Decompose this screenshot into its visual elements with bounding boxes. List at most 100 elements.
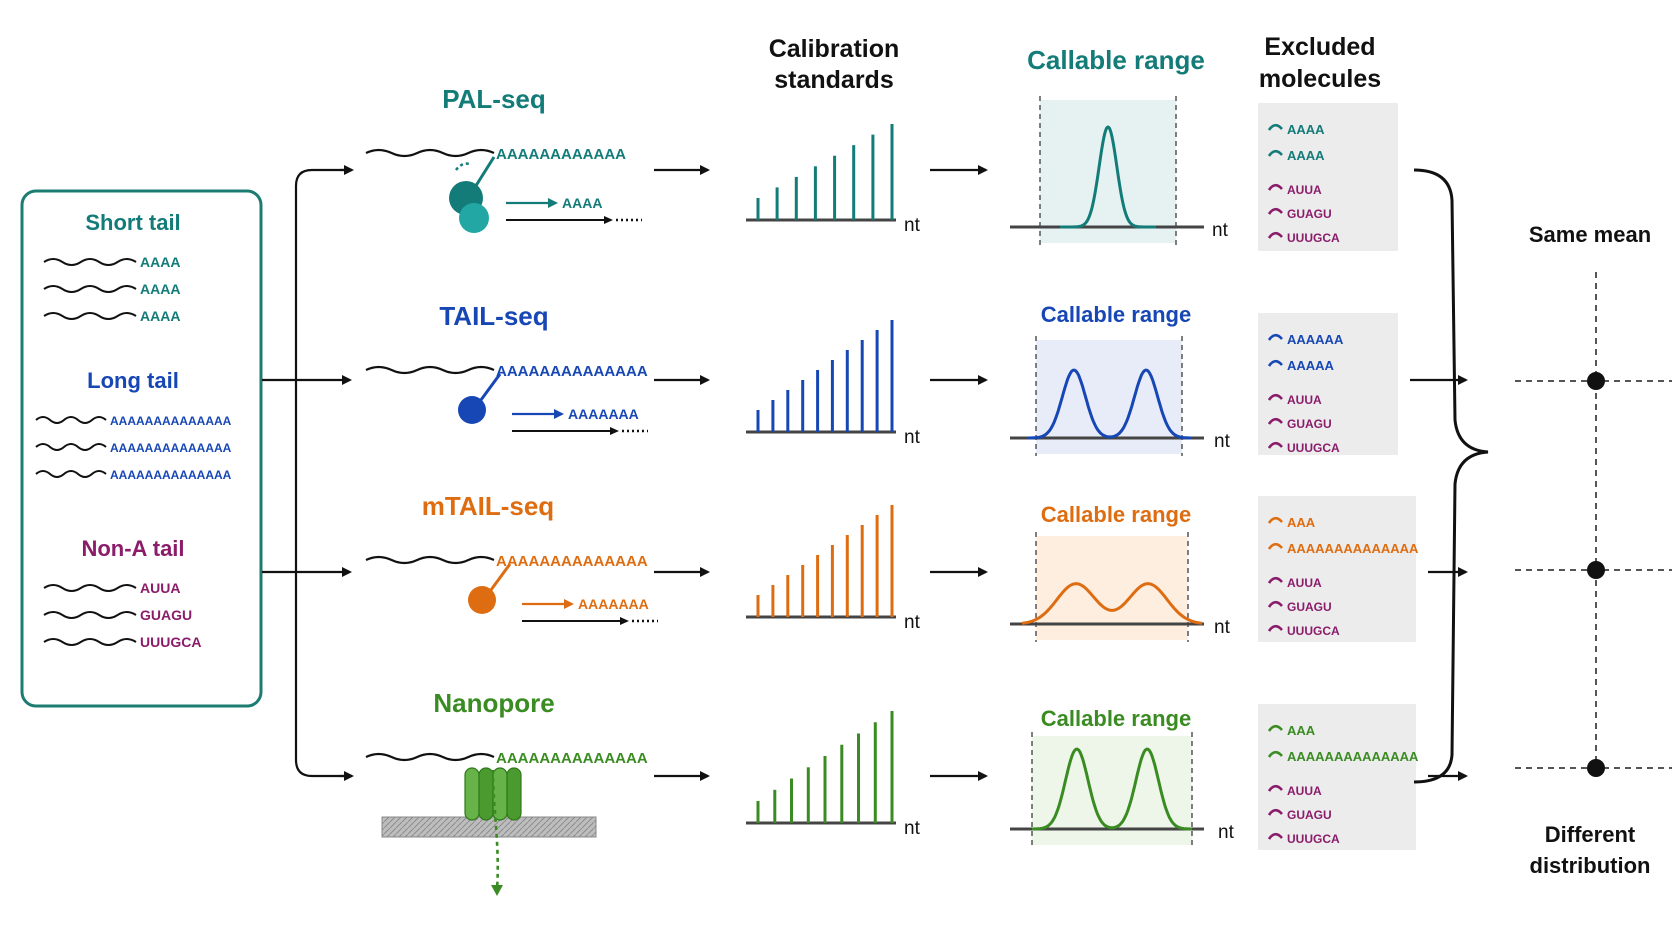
input-rna-strand — [35, 443, 107, 451]
different-distribution-label-line2: distribution — [1530, 853, 1651, 878]
product-arrowhead — [548, 198, 558, 208]
read-arrowhead — [604, 216, 613, 224]
pore-helix-icon — [506, 767, 522, 821]
branch-connector — [262, 165, 354, 781]
poly-a-tail-sequence: AAAAAAAAAAAA — [496, 146, 626, 163]
rna-strand — [365, 555, 495, 565]
callable-range-title: Callable range — [1041, 502, 1191, 527]
excluded-sequence: AUUA — [1287, 183, 1322, 197]
excluded-sequence: UUUGCA — [1287, 231, 1340, 245]
input-tail-sequence: AAAA — [140, 308, 180, 324]
method-title: mTAIL-seq — [422, 491, 554, 521]
method-title: Nanopore — [433, 688, 554, 718]
input-rna-strand — [43, 638, 137, 646]
read-arrowhead — [620, 617, 629, 625]
excluded-molecule-icon — [1267, 183, 1283, 191]
excluded-molecule-icon — [1267, 832, 1283, 840]
enzyme-arm-icon — [470, 156, 496, 193]
distribution-nt-label: nt — [1212, 220, 1229, 241]
different-distribution-label-line1: Different — [1545, 822, 1636, 847]
input-rna-strand — [43, 312, 137, 320]
rna-strand — [365, 365, 495, 375]
calibration-nt-label: nt — [904, 612, 921, 633]
excluded-header-line2: molecules — [1259, 65, 1381, 93]
input-tail-sequence: AAAAAAAAAAAAAA — [110, 441, 232, 455]
excluded-sequence: UUUGCA — [1287, 624, 1340, 638]
input-rna-strand — [43, 584, 137, 592]
excluded-sequence: GUAGU — [1287, 417, 1332, 431]
excluded-molecule-icon — [1267, 441, 1283, 449]
input-group-title: Long tail — [87, 368, 179, 393]
summary-mean-point-2 — [1587, 561, 1605, 579]
excluded-molecule-icon — [1267, 808, 1283, 816]
input-tail-sequence: AAAAAAAAAAAAAA — [110, 414, 232, 428]
distribution-nt-label: nt — [1214, 431, 1231, 452]
method-row-tail-seq: TAIL-seqAAAAAAAAAAAAAAAAAAAAAntCallable … — [365, 301, 1468, 456]
input-rna-strand — [43, 611, 137, 619]
merge-brace — [1413, 168, 1489, 784]
calibration-header-line1: Calibration — [769, 35, 900, 63]
poly-a-tail-sequence: AAAAAAAAAAAAAA — [496, 553, 648, 570]
translocation-arrowhead — [491, 885, 503, 896]
excluded-sequence: AUUA — [1287, 393, 1322, 407]
pore-helix-icon — [478, 767, 494, 821]
excluded-molecule-icon — [1267, 750, 1283, 758]
callable-range-title: Callable range — [1027, 45, 1205, 75]
excluded-sequence: UUUGCA — [1287, 832, 1340, 846]
input-rna-strand — [43, 285, 137, 293]
excluded-sequence: AUUA — [1287, 784, 1322, 798]
excluded-molecule-icon — [1267, 542, 1283, 550]
enzyme-motion-icon — [455, 162, 471, 171]
excluded-molecule-icon — [1267, 576, 1283, 584]
method-title: TAIL-seq — [439, 301, 548, 331]
input-group-title: Short tail — [85, 210, 180, 235]
input-tail-sequence: AAAAAAAAAAAAAA — [110, 468, 232, 482]
input-rna-strand — [35, 416, 107, 424]
length-distribution-curve — [1032, 747, 1192, 831]
method-title: PAL-seq — [442, 84, 546, 114]
excluded-sequence: AAAAAAAAAAAAAA — [1287, 541, 1419, 556]
summary-mean-point-1 — [1587, 372, 1605, 390]
excluded-header-line1: Excluded — [1264, 33, 1375, 61]
pore-helix-icon — [464, 767, 480, 821]
length-distribution-curve — [1021, 582, 1203, 625]
enzyme-subunit-icon — [459, 203, 489, 233]
excluded-sequence: AAAAAA — [1287, 332, 1344, 347]
input-tail-sequence: AAAA — [140, 281, 180, 297]
excluded-molecule-icon — [1267, 207, 1283, 215]
product-arrowhead — [564, 599, 574, 609]
product-sequence: AAAA — [562, 195, 602, 211]
excluded-sequence: AAAA — [1287, 122, 1325, 137]
excluded-molecule-icon — [1267, 724, 1283, 732]
summary-mean-point-3 — [1587, 759, 1605, 777]
distribution-nt-label: nt — [1214, 617, 1231, 638]
excluded-molecules-panel — [1258, 496, 1416, 642]
excluded-molecule-icon — [1267, 359, 1283, 367]
excluded-sequence: AAAA — [1287, 148, 1325, 163]
product-sequence: AAAAAAA — [568, 406, 639, 422]
excluded-molecule-icon — [1267, 600, 1283, 608]
callable-range-shading — [1040, 100, 1176, 243]
excluded-molecules-panel — [1258, 704, 1416, 850]
excluded-molecule-icon — [1267, 231, 1283, 239]
excluded-molecule-icon — [1267, 393, 1283, 401]
excluded-molecule-icon — [1267, 149, 1283, 157]
length-distribution-curve — [1028, 368, 1192, 440]
callable-range-title: Callable range — [1041, 302, 1191, 327]
same-mean-label: Same mean — [1529, 222, 1651, 247]
read-arrowhead — [610, 427, 619, 435]
translocation-path-icon — [491, 769, 500, 891]
excluded-sequence: AUUA — [1287, 576, 1322, 590]
excluded-molecule-icon — [1267, 123, 1283, 131]
calibration-nt-label: nt — [904, 427, 921, 448]
excluded-sequence: AAA — [1287, 723, 1316, 738]
input-tail-sequence: AUUA — [140, 580, 180, 596]
input-group-title: Non-A tail — [81, 536, 184, 561]
excluded-molecule-icon — [1267, 516, 1283, 524]
distribution-nt-label: nt — [1218, 822, 1235, 843]
excluded-sequence: UUUGCA — [1287, 441, 1340, 455]
excluded-sequence: AAA — [1287, 515, 1316, 530]
length-distribution-curve — [1060, 125, 1156, 229]
